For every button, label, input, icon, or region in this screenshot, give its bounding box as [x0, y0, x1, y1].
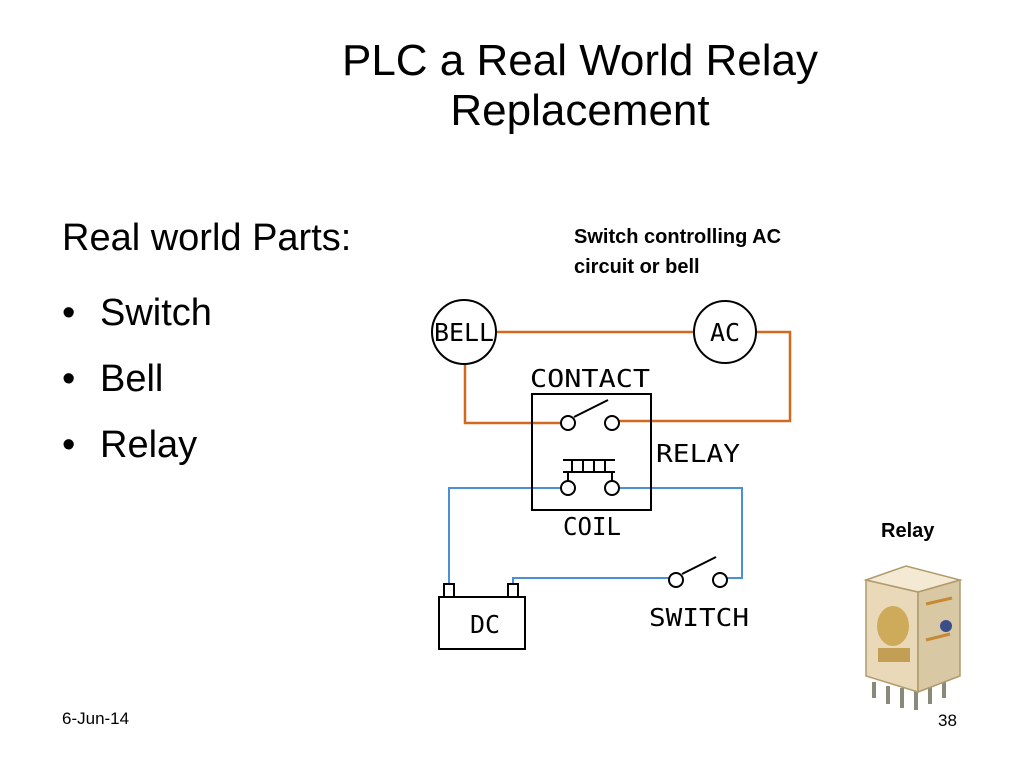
ac-circuit-wires [463, 330, 792, 425]
switch-terminal-left [668, 572, 684, 588]
dc-wire-right [612, 487, 743, 579]
footer-page-number: 38 [938, 711, 957, 730]
bell-circle [431, 299, 497, 365]
contact-terminal-right [604, 415, 620, 431]
switch-symbol: SWITCH [649, 556, 749, 632]
title-line-2: Replacement [450, 86, 710, 135]
parts-heading: Real world Parts: [62, 217, 352, 259]
footer-date: 6-Jun-14 [62, 709, 130, 728]
list-item-label: Bell [100, 358, 164, 400]
contact-arm [573, 399, 609, 418]
contact-terminal-left [560, 415, 576, 431]
list-item-label: Relay [100, 424, 198, 466]
relay-box [531, 393, 652, 511]
relay-pins [872, 682, 946, 710]
dc-battery-body [438, 596, 526, 650]
coil-label: COIL [563, 512, 621, 541]
list-item: • Bell [62, 346, 212, 412]
ac-circle [693, 300, 757, 364]
ac-wire-right [612, 330, 792, 423]
relay-indicator [940, 620, 952, 632]
dc-wire-left [448, 487, 568, 585]
dc-wire-middle [512, 577, 675, 585]
contact-label: CONTACT [530, 364, 650, 393]
bullet-icon: • [62, 424, 76, 466]
relay-contact-inner [925, 632, 951, 642]
coil-terminal-left [560, 480, 576, 496]
dc-circuit-wires [448, 487, 743, 585]
relay-outline [531, 393, 652, 511]
relay-case-top [863, 565, 963, 593]
relay-photo-caption: Relay [881, 520, 935, 542]
list-item: • Switch [62, 280, 212, 346]
bell-symbol: BELL [431, 299, 497, 365]
dc-label: DC [470, 610, 500, 639]
bullet-icon: • [62, 292, 76, 334]
ac-wire-left [463, 360, 568, 425]
ac-source-symbol: AC [693, 300, 757, 364]
relay-coil-inner [877, 606, 909, 646]
dc-terminal-right [507, 583, 519, 599]
slide-title: PLC a Real World Relay Replacement [140, 36, 1020, 136]
relay-photo [863, 565, 963, 710]
coil-terminal-right [604, 480, 620, 496]
relay-contact-inner [925, 596, 953, 606]
dc-source-symbol: DC [438, 583, 526, 650]
switch-label: SWITCH [649, 603, 749, 632]
switch-arm [681, 556, 717, 575]
caption-line-1: Switch controlling AC [574, 226, 782, 248]
dc-terminal-left [443, 583, 455, 599]
diagram-caption: Switch controlling AC circuit or bell [574, 222, 781, 282]
relay-label: RELAY [656, 439, 740, 468]
ac-label: AC [710, 318, 740, 347]
caption-line-2: circuit or bell [574, 256, 700, 278]
title-line-1: PLC a Real World Relay [341, 36, 819, 85]
list-item-label: Switch [100, 292, 212, 334]
bullet-icon: • [62, 358, 76, 400]
bell-label: BELL [434, 318, 494, 347]
relay-frame-inner [878, 648, 910, 662]
switch-terminal-right [712, 572, 728, 588]
list-item: • Relay [62, 412, 212, 478]
parts-list: • Switch • Bell • Relay [62, 280, 212, 478]
